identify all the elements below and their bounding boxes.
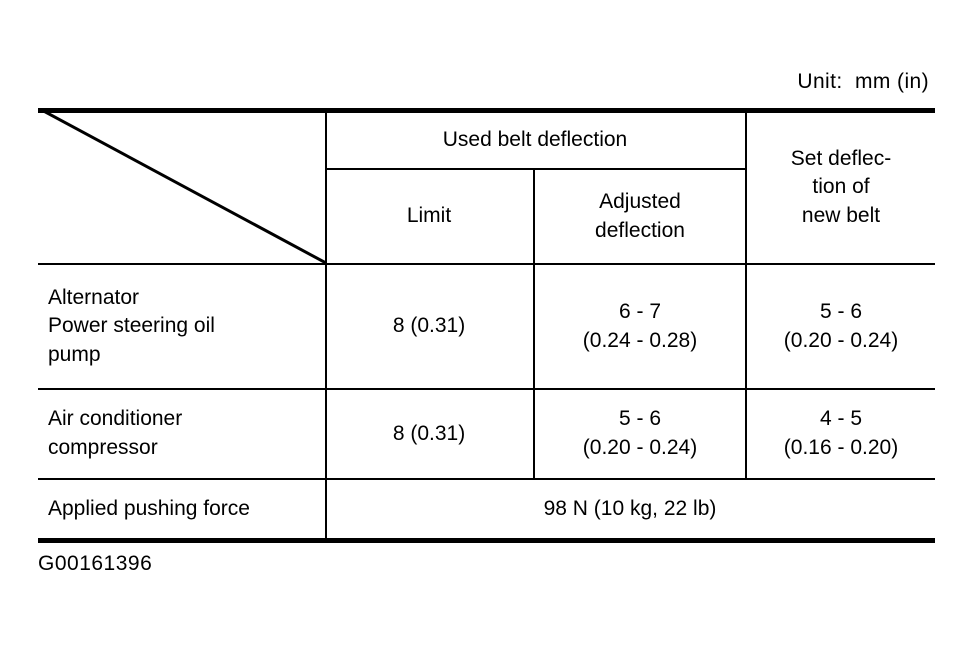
header-body-divider [38,263,935,265]
row-2-adjusted-mm: 5 - 6 [618,407,662,431]
header-set-deflection-new-belt-line1: Set deflec- [790,146,892,170]
applied-pushing-force-label-cell: Applied pushing force [38,480,325,538]
row-2-set-new-in: (0.16 - 0.20) [783,436,899,459]
row-1-component-line2: Power steering oil [48,314,215,338]
row-1-adjusted-cell: 6 - 7 (0.24 - 0.28) [535,265,745,388]
row-2-limit-value: 8 (0.31) [392,421,466,445]
column-divider-limit [533,168,535,478]
figure-code: G00161396 [38,552,153,575]
row-1-limit-value: 8 (0.31) [392,314,466,338]
row-2-adjusted-cell: 5 - 6 (0.20 - 0.24) [535,390,745,478]
row-1-adjusted-mm: 6 - 7 [618,299,662,323]
row-1-limit-cell: 8 (0.31) [325,265,533,388]
row-2-set-new-cell: 4 - 5 (0.16 - 0.20) [747,390,935,478]
row-1-adjusted-in: (0.24 - 0.28) [582,328,698,352]
row-1-set-new-in: (0.20 - 0.24) [783,328,899,352]
header-adjusted-deflection-line1: Adjusted [599,189,681,213]
table-bottom-border [38,538,935,543]
header-set-deflection-new-belt-line3: new belt [801,203,881,227]
column-divider-adjusted [745,108,747,478]
header-set-deflection-new-belt-line2: tion of [812,175,870,199]
header-set-deflection-new-belt: Set deflec- tion of new belt [747,112,935,263]
header-used-belt-deflection: Used belt deflection [325,112,745,168]
applied-pushing-force-value-cell: 98 N (10 kg, 22 lb) [325,480,935,538]
row-2-set-new-mm: 4 - 5 [819,407,863,431]
column-divider-component [325,108,327,538]
applied-pushing-force-value: 98 N (10 kg, 22 lb) [543,496,717,520]
table-top-border [38,108,935,113]
row-divider-2 [38,478,935,480]
header-limit-label: Limit [406,204,452,228]
header-limit: Limit [325,170,533,263]
row-1-set-new-mm: 5 - 6 [819,299,863,323]
unit-caption: Unit: mm (in) [797,70,929,93]
corner-diagonal-line [38,108,326,263]
row-divider-1 [38,388,935,390]
row-2-component-line1: Air conditioner [48,407,183,431]
row-1-component-line3: pump [48,342,101,366]
applied-pushing-force-label: Applied pushing force [48,496,250,520]
header-adjusted-deflection: Adjusted deflection [535,170,745,263]
belt-deflection-table: Used belt deflection Limit Adjusted defl… [38,108,935,543]
header-adjusted-deflection-line2: deflection [595,218,685,242]
group-header-underline [325,168,745,170]
row-2-adjusted-in: (0.20 - 0.24) [582,436,698,459]
row-2-limit-cell: 8 (0.31) [325,390,533,478]
row-2-component-line2: compressor [48,436,158,459]
row-1-component-line1: Alternator [48,285,140,309]
table-row: Air conditioner compressor [38,390,325,478]
header-used-belt-deflection-label: Used belt deflection [442,127,628,151]
table-row: Alternator Power steering oil pump [38,265,325,388]
row-1-set-new-cell: 5 - 6 (0.20 - 0.24) [747,265,935,388]
